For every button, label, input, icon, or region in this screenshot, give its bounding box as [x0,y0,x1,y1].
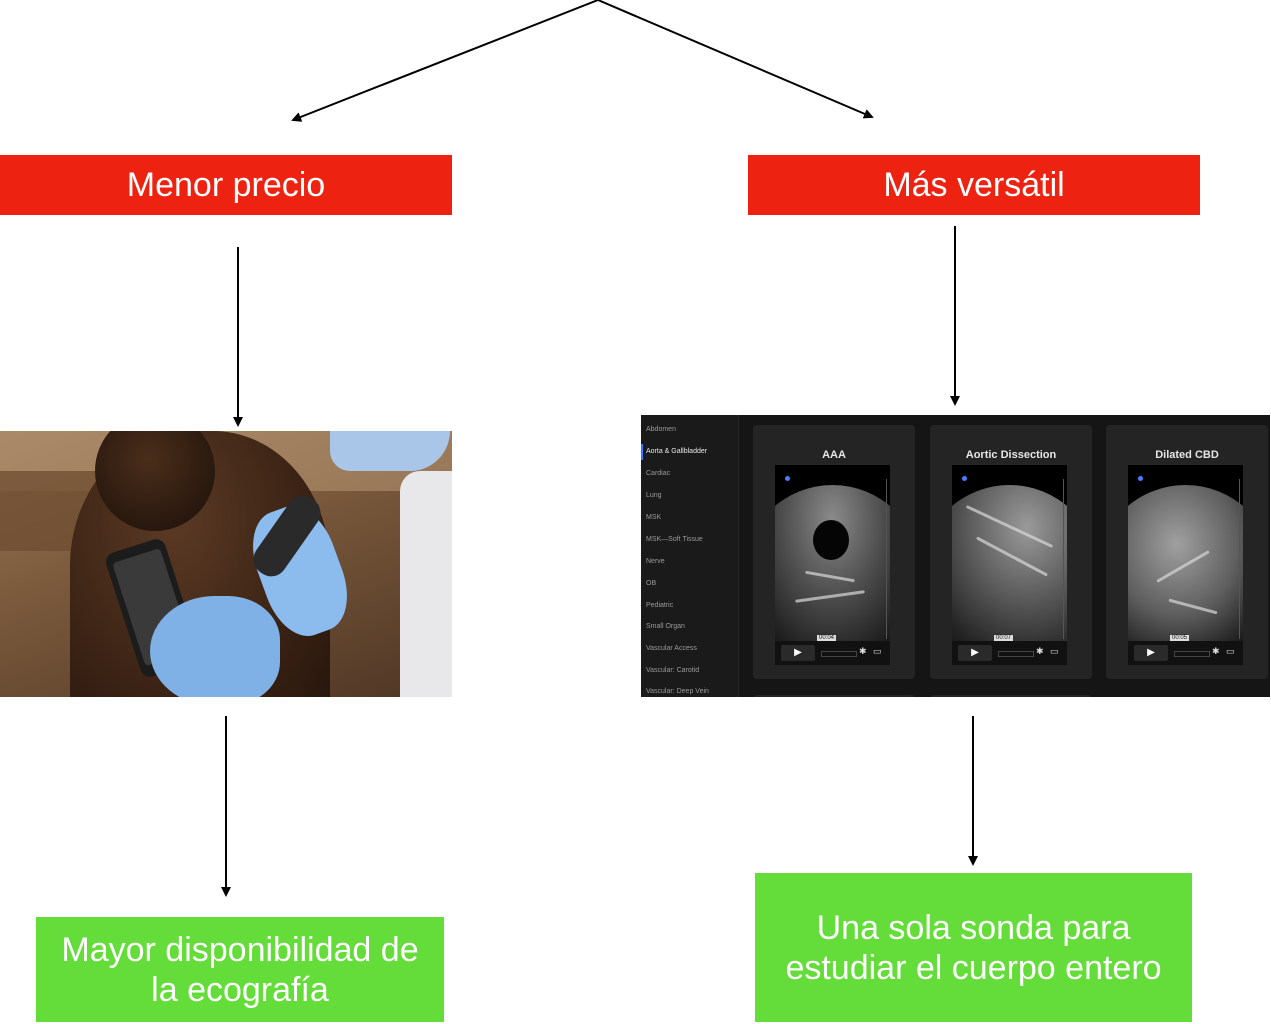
ultrasound-video[interactable]: ▶ 00:07 ✱ ▭ [952,465,1067,665]
sidebar-item-msk-soft-tissue[interactable]: MSK—Soft Tissue [646,536,703,543]
cast-icon[interactable]: ▭ [1226,646,1235,656]
cast-icon[interactable]: ▭ [1050,646,1059,656]
photo-coat [400,471,452,697]
video-time: 00:04 [817,635,837,641]
mas-versatil-box: Más versátil [748,155,1200,215]
right-result-line2: estudiar el cuerpo entero [785,948,1162,987]
video-card[interactable]: AAA ▶ 00:04 ✱ ▭ [753,425,915,679]
video-card[interactable]: Dilated CBD ▶ 00:05 ✱ ▭ [1106,425,1268,679]
mas-versatil-label: Más versátil [883,165,1065,204]
photo-glove-left [150,596,280,697]
arrow-top-to-left [291,0,599,122]
video-progress-track[interactable] [998,651,1034,657]
ultrasound-video[interactable]: ▶ 00:05 ✱ ▭ [1128,465,1243,665]
sidebar-item-aorta-gallbladder[interactable]: Aorta & Gallbladder [646,448,708,455]
sidebar-item-vascular-carotid[interactable]: Vascular: Carotid [646,667,700,674]
ultrasound-video[interactable]: ▶ 00:04 ✱ ▭ [775,465,890,665]
cast-icon[interactable]: ▭ [873,646,882,656]
video-progress-track[interactable] [1174,651,1210,657]
video-controls: ▶ 00:04 ✱ ▭ [775,635,890,665]
sidebar-item-pediatric[interactable]: Pediatric [646,602,674,609]
video-controls: ▶ 00:07 ✱ ▭ [952,635,1067,665]
mayor-disponibilidad-box: Mayor disponibilidad de la ecografía [36,917,444,1022]
arrow-top-to-right [597,0,874,119]
probe-marker-icon [962,476,967,481]
video-card-title: AAA [822,449,846,461]
sidebar-item-nerve[interactable]: Nerve [646,558,665,565]
sidebar-item-small-organ[interactable]: Small Organ [646,623,685,630]
gear-icon[interactable]: ✱ [1212,646,1220,656]
video-card-next-row [753,695,915,697]
photo-mask [330,431,450,471]
play-icon[interactable]: ▶ [781,645,815,661]
sidebar-item-lung[interactable]: Lung [646,492,662,499]
sidebar-active-indicator [641,444,643,460]
sidebar-item-ob[interactable]: OB [646,580,657,587]
menor-precio-box: Menor precio [0,155,452,215]
video-time: 00:05 [1170,635,1190,641]
photo-child-head [95,431,215,531]
ultrasound-app-screenshot: Abdomen Aorta & Gallbladder Cardiac Lung… [641,415,1270,697]
video-card-title: Dilated CBD [1155,449,1219,461]
video-time: 00:07 [994,635,1014,641]
left-result-line1: Mayor disponibilidad de [61,930,419,969]
gear-icon[interactable]: ✱ [1036,646,1044,656]
sidebar-item-msk[interactable]: MSK [646,514,662,521]
sidebar-item-vascular-deep-vein[interactable]: Vascular: Deep Vein [646,688,709,695]
sidebar-item-vascular-access[interactable]: Vascular Access [646,645,697,652]
menor-precio-label: Menor precio [126,165,326,204]
gear-icon[interactable]: ✱ [859,646,867,656]
video-card[interactable]: Aortic Dissection ▶ 00:07 ✱ ▭ [930,425,1092,679]
play-icon[interactable]: ▶ [1134,645,1168,661]
probe-marker-icon [785,476,790,481]
sidebar-item-abdomen[interactable]: Abdomen [646,426,676,433]
video-card-next-row [930,695,1092,697]
left-result-line2: la ecografía [151,970,329,1009]
video-progress-track[interactable] [821,651,857,657]
app-sidebar: Abdomen Aorta & Gallbladder Cardiac Lung… [641,415,739,697]
handheld-ultrasound-photo [0,431,452,697]
play-icon[interactable]: ▶ [958,645,992,661]
right-result-line1: Una sola sonda para [816,908,1131,947]
probe-marker-icon [1138,476,1143,481]
sidebar-item-cardiac[interactable]: Cardiac [646,470,671,477]
una-sola-sonda-box: Una sola sonda para estudiar el cuerpo e… [755,873,1192,1022]
video-controls: ▶ 00:05 ✱ ▭ [1128,635,1243,665]
video-card-title: Aortic Dissection [965,449,1057,461]
